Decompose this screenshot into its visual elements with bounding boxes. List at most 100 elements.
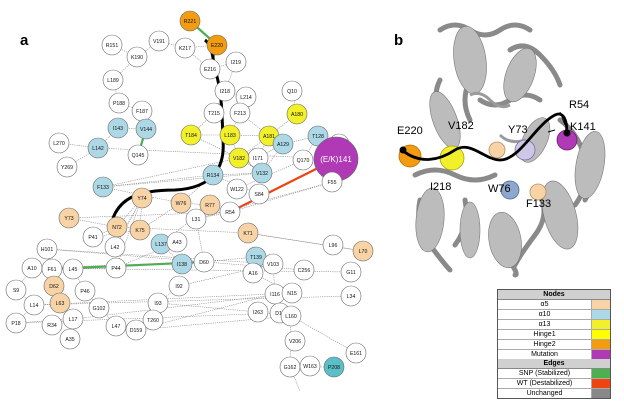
- node-circle: [203, 102, 225, 124]
- node-label: R221: [184, 19, 197, 25]
- node-label: A181: [263, 134, 275, 140]
- network-edge: [261, 143, 284, 174]
- node-label: T215: [208, 111, 220, 117]
- node-label: A35: [65, 337, 74, 343]
- network-edge: [157, 302, 259, 313]
- node-circle: [229, 102, 251, 124]
- node-label: L96: [329, 243, 338, 249]
- node-circle: [170, 192, 192, 214]
- node-label: P41: [88, 235, 97, 241]
- node-circle: [74, 280, 96, 302]
- node-label: I218: [220, 89, 230, 95]
- node-label: L142: [92, 146, 104, 152]
- network-edge: [72, 292, 293, 320]
- network-edge: [290, 315, 357, 354]
- legend-swatch: [592, 310, 610, 319]
- node-circle: [202, 164, 224, 186]
- node-k75: K75: [129, 219, 151, 241]
- node-k71: K71: [237, 222, 259, 244]
- node-p41: P41: [82, 226, 104, 248]
- node-circle: [125, 319, 147, 341]
- node-label: Q170: [297, 158, 310, 164]
- node-circle: [129, 219, 151, 241]
- node-circle: [286, 103, 308, 125]
- node-r151: R151: [101, 34, 123, 56]
- node-label: V132: [256, 171, 268, 177]
- node-circle: [206, 34, 228, 56]
- node-label: Y269: [61, 165, 73, 171]
- node-d62: D62: [43, 275, 65, 297]
- node-label: L31: [192, 217, 201, 223]
- node-circle: [102, 69, 124, 91]
- node-label: V182: [233, 156, 245, 162]
- node-circle: [242, 262, 264, 284]
- structure-label-w76: W76: [488, 183, 511, 195]
- node-label: D159: [130, 328, 143, 334]
- node-i93: I93: [147, 292, 169, 314]
- legend-swatch: [592, 389, 610, 398]
- node-label: L63: [56, 301, 65, 307]
- node-label: E220: [211, 43, 223, 49]
- node-label: E216: [204, 67, 216, 73]
- node-l17: L17: [62, 308, 84, 330]
- node-circle: [292, 149, 314, 171]
- node-label: P18: [11, 321, 20, 327]
- node-circle: [299, 355, 321, 377]
- node-h101: H101: [36, 238, 58, 260]
- node-label: W76: [176, 201, 187, 207]
- node-circle: [58, 207, 80, 229]
- node-i138: I138: [171, 253, 193, 275]
- node-circle: [62, 258, 84, 280]
- legend-swatch: [592, 330, 610, 339]
- node-l14: L14: [23, 294, 45, 316]
- node-i219: I219: [225, 51, 247, 73]
- node-p44: P44: [105, 257, 127, 279]
- node-f213: F213: [229, 102, 251, 124]
- node-circle: [180, 124, 202, 146]
- legend-row-a13: α13: [498, 320, 610, 330]
- node-circle: [219, 201, 241, 223]
- node-circle: [281, 282, 303, 304]
- node-circle: [56, 156, 78, 178]
- node-circle: [5, 279, 27, 301]
- node-circle: [199, 58, 221, 80]
- node-g102: G102: [88, 297, 110, 319]
- node-label: D19: [275, 311, 285, 317]
- node-l63: L63: [49, 292, 71, 314]
- node-label: A10: [27, 266, 36, 272]
- legend-row-label: WT (Destabilized): [498, 379, 592, 388]
- node-circle: [323, 356, 345, 378]
- network-edge: [139, 202, 182, 231]
- node-l31: L31: [185, 208, 207, 230]
- node-label: P208: [328, 365, 340, 371]
- network-edge: [135, 315, 292, 331]
- node-label: W122: [230, 187, 244, 193]
- node-k190: K190: [126, 46, 148, 68]
- node-p208: P208: [323, 356, 345, 378]
- node-circle: [23, 294, 45, 316]
- node-circle: [293, 259, 315, 281]
- network-edge: [212, 172, 263, 176]
- node-circle: [284, 330, 306, 352]
- node-label: K217: [179, 46, 191, 52]
- structure-label-r54: R54: [569, 99, 589, 111]
- panel-b-label: b: [394, 32, 404, 49]
- node-circle: [345, 342, 367, 364]
- legend-row-mutation: Mutation: [498, 350, 610, 359]
- node-circle: [247, 301, 269, 323]
- node-l47: L47: [105, 315, 127, 337]
- node-n72: N72: [106, 216, 128, 238]
- node-label: R54: [225, 210, 235, 216]
- node-label: I138: [177, 262, 187, 268]
- node-circle: [92, 176, 114, 198]
- legend-row-label: Mutation: [498, 350, 592, 359]
- protein-structure: E220 V182 Y73 R54 K141 I218 W76 F133: [397, 22, 606, 278]
- node-d60: D60: [193, 251, 215, 273]
- structure-label-f133: F133: [526, 198, 551, 210]
- node-circle: [62, 308, 84, 330]
- node-i263: I263: [247, 301, 269, 323]
- structure-label-y73: Y73: [508, 124, 528, 136]
- legend-row-label: Hinge2: [498, 340, 592, 349]
- node-circle: [272, 133, 294, 155]
- node-circle: [262, 253, 284, 275]
